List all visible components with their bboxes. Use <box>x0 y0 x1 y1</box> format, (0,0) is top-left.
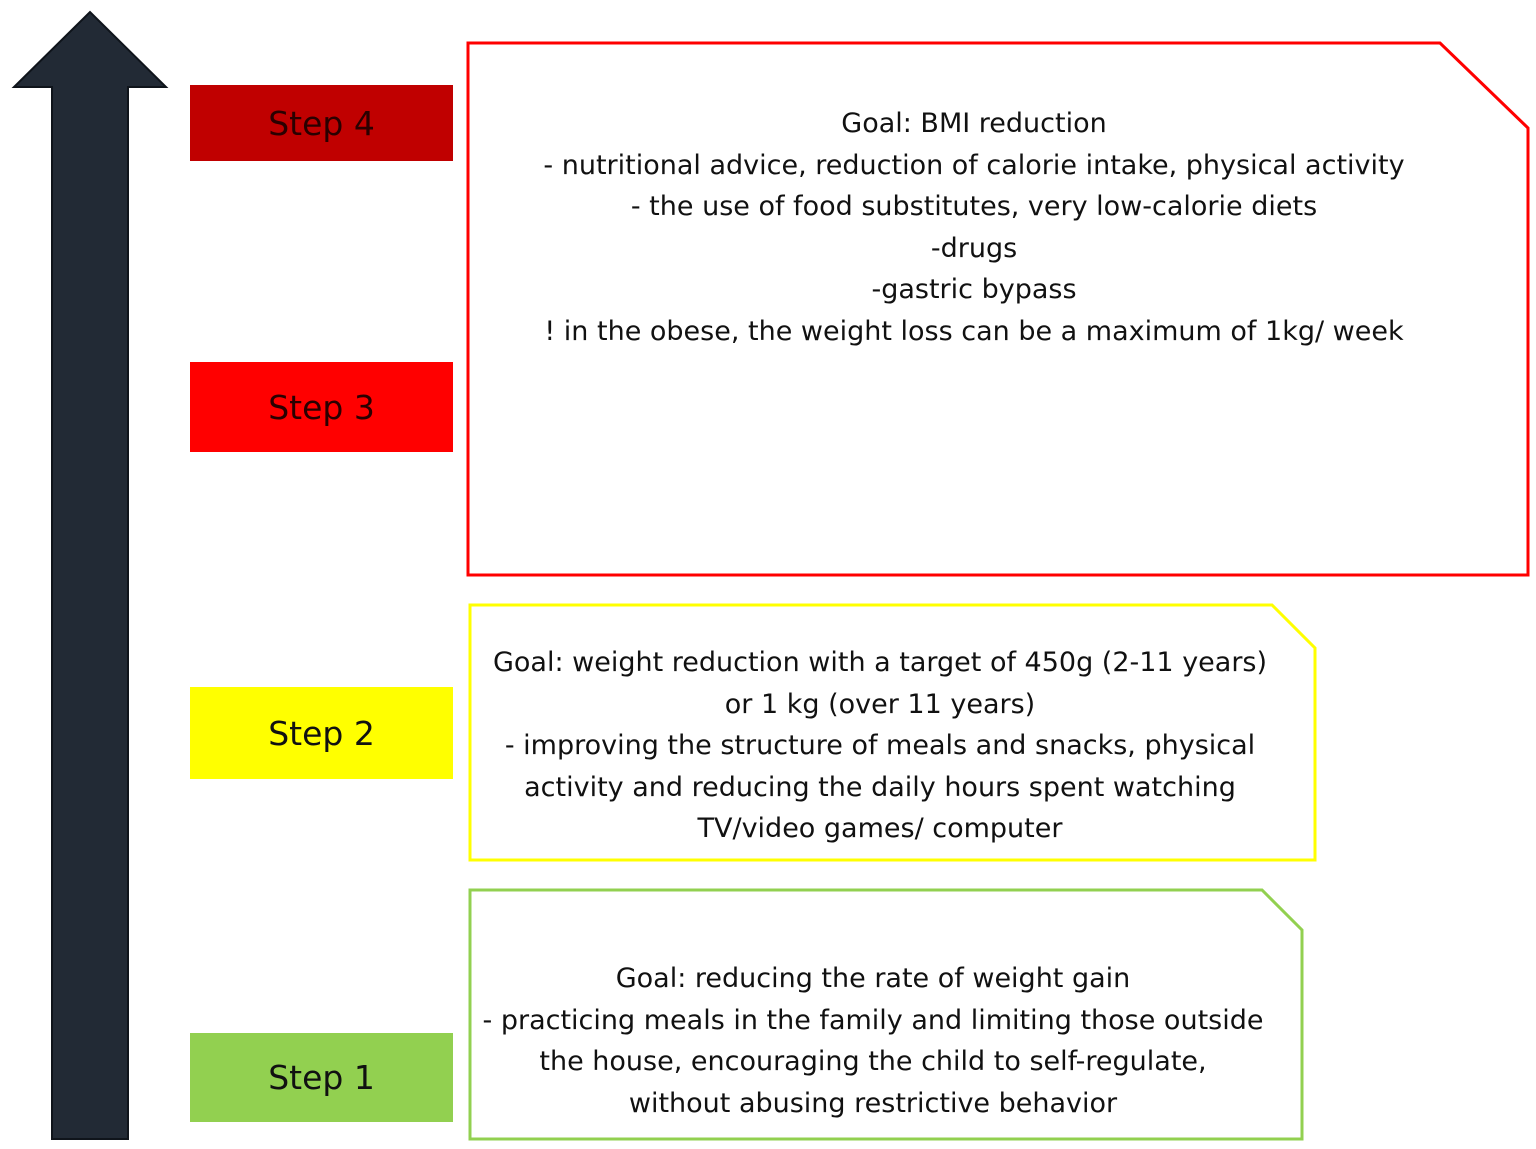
step-1-label: Step 1 <box>190 1033 453 1122</box>
step-3-label: Step 3 <box>190 362 453 452</box>
step-4-goal-line: Goal: BMI reduction <box>841 108 1107 139</box>
step-2-goal-text: Goal: weight reduction with a target of … <box>470 642 1290 850</box>
step-2-goal-line: activity and reducing the daily hours sp… <box>524 771 1236 803</box>
step-2-goal-line: TV/video games/ computer <box>697 813 1063 845</box>
step-4-goal-line: - the use of food substitutes, very low-… <box>630 191 1318 223</box>
step-4-goal-line: ! in the obese, the weight loss can be a… <box>544 315 1404 347</box>
step-2-goal-line: - improving the structure of meals and s… <box>504 730 1256 762</box>
step-1-goal-text: Goal: reducing the rate of weight gain -… <box>470 958 1276 1124</box>
arrow-up-icon <box>11 10 169 1140</box>
step-4-goal-line: -drugs <box>930 232 1018 264</box>
step-4-goal-line: -gastric bypass <box>871 274 1077 306</box>
step-2-label: Step 2 <box>190 687 453 779</box>
step-4-goal-line: - nutritional advice, reduction of calor… <box>543 149 1405 181</box>
upward-progress-arrow <box>11 10 169 1140</box>
step-1-goal-line: - practicing meals in the family and lim… <box>482 1004 1264 1036</box>
step-1-goal-line: the house, encouraging the child to self… <box>539 1046 1207 1078</box>
step-1-goal-line: without abusing restrictive behavior <box>628 1087 1118 1119</box>
step-4-label: Step 4 <box>190 85 453 161</box>
step-1-goal-line: Goal: reducing the rate of weight gain <box>615 963 1131 994</box>
step-4-goal-text: Goal: BMI reduction - nutritional advice… <box>468 103 1480 353</box>
step-2-goal-line: Goal: weight reduction with a target of … <box>492 647 1268 678</box>
step-2-goal-line: or 1 kg (over 11 years) <box>724 688 1036 720</box>
